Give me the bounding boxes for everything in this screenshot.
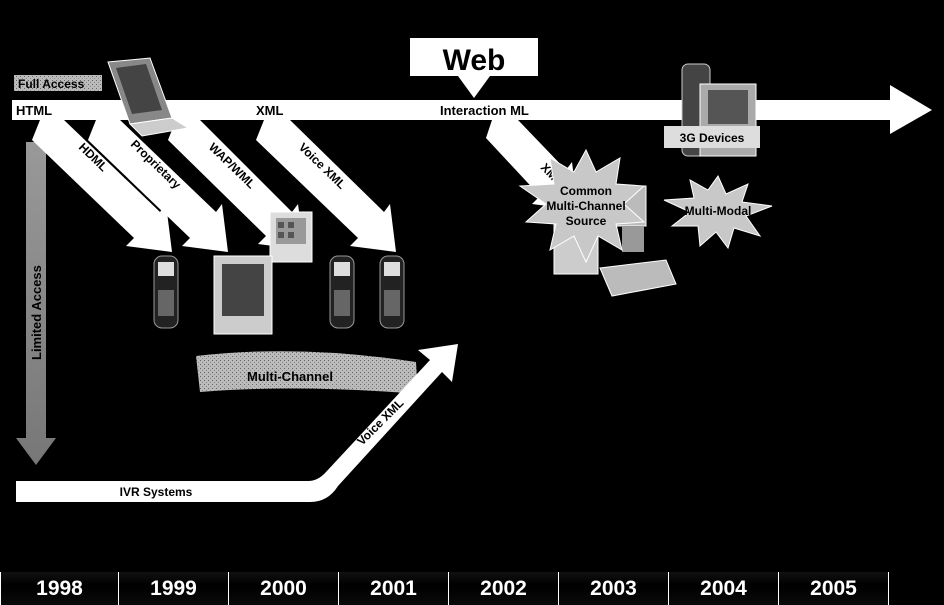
devices-3g-text: 3G Devices [680,131,745,145]
web-title-pointer [458,76,490,98]
pda-image [269,211,313,263]
multi-channel-text: Multi-Channel [247,369,333,384]
year-2003: 2003 [559,572,669,605]
full-access-text: Full Access [18,77,85,91]
year-2000: 2000 [229,572,339,605]
limited-access-text: Limited Access [29,265,44,360]
ivr-systems-text: IVR Systems [120,485,193,499]
handheld-image [213,255,273,335]
common-line-1: Common [560,184,612,198]
year-2005: 2005 [779,572,889,605]
limited-access-arrow: Limited Access [16,142,56,465]
xml-label: XML [256,103,284,118]
multi-modal-text: Multi-Modal [685,204,752,218]
ivr-systems-bar: IVR Systems [16,481,294,502]
year-axis: 1998 1999 2000 2001 2002 2003 2004 2005 [0,572,944,605]
diagram-canvas: Web Full Access HTML XML Interaction ML … [12,38,932,502]
common-line-2: Multi-Channel [546,199,625,213]
devices-3g: 3G Devices [664,63,760,157]
full-access-label: Full Access [14,75,102,91]
multi-channel-banner: Multi-Channel [196,351,418,394]
laptop-image [107,57,190,137]
html-label: HTML [16,103,52,118]
phone-image-1 [153,255,179,329]
multi-modal-burst: Multi-Modal [663,174,773,250]
voice-xml-label-2: Voice XML [354,396,406,448]
year-1999: 1999 [119,572,229,605]
web-title-text: Web [443,44,506,77]
main-timeline-arrow [12,85,932,134]
interaction-ml-label: Interaction ML [440,103,529,118]
phone-image-3 [379,255,405,329]
phone-image-2 [329,255,355,329]
year-2002: 2002 [449,572,559,605]
year-2004: 2004 [669,572,779,605]
year-2001: 2001 [339,572,449,605]
common-line-3: Source [566,214,607,228]
common-source-burst: Common Multi-Channel Source [518,148,646,264]
year-1998: 1998 [0,572,119,605]
web-title: Web [410,38,538,98]
